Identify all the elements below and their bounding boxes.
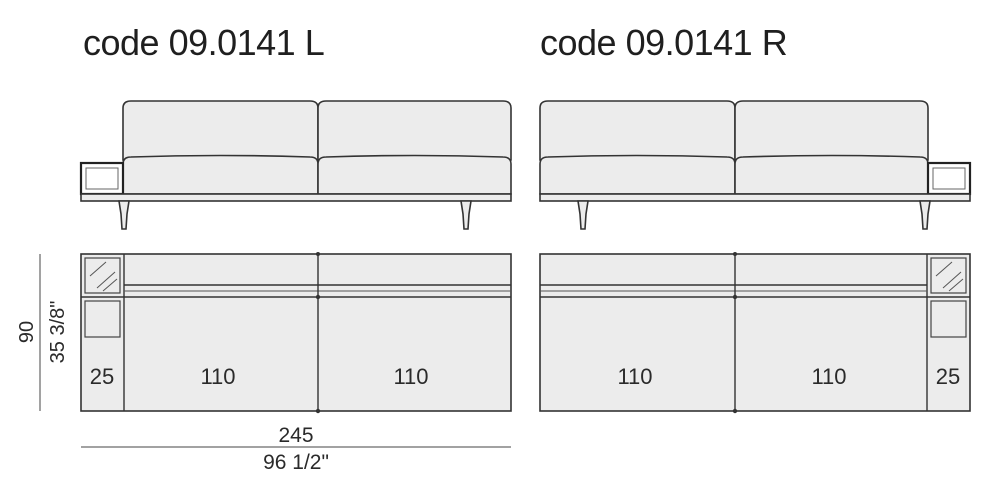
leg-right — [460, 200, 472, 230]
depth-cm-label: 90 — [16, 321, 38, 343]
left-seat-1-width-label: 110 — [200, 364, 235, 389]
leg-left — [118, 200, 130, 230]
title-left: code 09.0141 L — [83, 22, 325, 63]
front-view-left — [79, 100, 512, 230]
plan-outline — [539, 253, 971, 412]
back-cushion-2 — [317, 100, 512, 161]
right-table-width-label: 25 — [936, 364, 960, 389]
table-top-glass — [84, 257, 121, 294]
depth-in-label: 35 3/8" — [47, 301, 69, 364]
right-seat-2-width-label: 110 — [811, 364, 846, 389]
plan-view-left — [80, 252, 512, 414]
back-cushion-1 — [539, 100, 736, 161]
width-in-label: 96 1/2" — [263, 451, 329, 474]
seat-cushion-2 — [317, 154, 512, 195]
title-right: code 09.0141 R — [540, 22, 788, 63]
plan-view-right — [539, 252, 971, 414]
right-seat-1-width-label: 110 — [617, 364, 652, 389]
base — [80, 193, 512, 202]
leg-right — [919, 200, 931, 230]
front-view-right — [539, 100, 972, 230]
left-table-width-label: 25 — [90, 364, 114, 389]
seat-cushion-1 — [539, 154, 736, 195]
dimension-lines — [39, 254, 511, 448]
table-shelf — [84, 300, 121, 338]
seat-cushion-2 — [734, 154, 929, 195]
leg-left — [577, 200, 589, 230]
width-cm-label: 245 — [278, 424, 313, 447]
seat-cushion-1 — [122, 154, 319, 195]
table-shelf — [930, 300, 967, 338]
left-seat-2-width-label: 110 — [393, 364, 428, 389]
base — [539, 193, 971, 202]
plan-outline — [80, 253, 512, 412]
back-cushion-2 — [734, 100, 929, 161]
back-cushion-1 — [122, 100, 319, 161]
